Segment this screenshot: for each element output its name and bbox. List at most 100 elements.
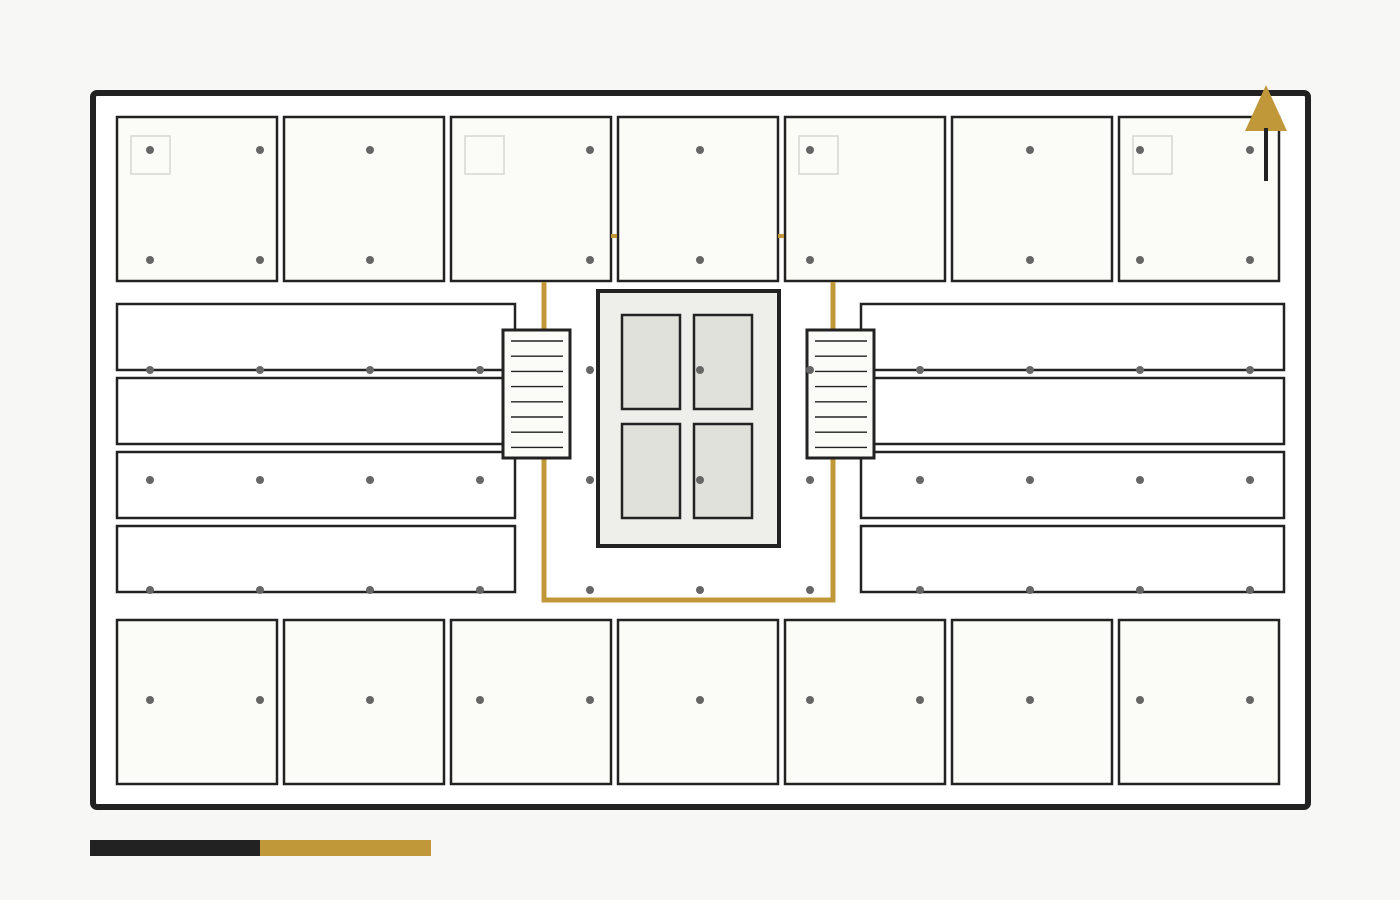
column-dot	[916, 366, 924, 374]
column-dot	[1136, 696, 1144, 704]
open-office-strip	[859, 450, 1286, 520]
stair	[501, 328, 572, 460]
column-dot	[366, 696, 374, 704]
column-dot	[696, 586, 704, 594]
column-dot	[806, 366, 814, 374]
open-office-strip	[115, 376, 517, 446]
fixture-square	[130, 135, 171, 175]
column-dot	[146, 586, 154, 594]
right-strip-bank	[859, 302, 1286, 594]
office-room	[950, 115, 1114, 283]
scale-bar-icon	[90, 840, 431, 856]
column-dot	[366, 256, 374, 264]
stair	[805, 328, 876, 460]
elevator-car	[692, 313, 754, 411]
office-room	[282, 618, 446, 786]
column-grid	[146, 146, 1254, 704]
column-dot	[586, 146, 594, 154]
stair-group	[501, 328, 876, 460]
column-dot	[256, 256, 264, 264]
fixture-square	[1132, 135, 1173, 175]
column-dot	[146, 476, 154, 484]
column-dot	[256, 696, 264, 704]
column-dot	[696, 256, 704, 264]
column-dot	[476, 366, 484, 374]
column-dot	[366, 366, 374, 374]
office-room	[115, 115, 279, 283]
north-arrow-head	[1245, 85, 1287, 131]
elevator-core	[596, 289, 781, 548]
column-dot	[916, 586, 924, 594]
column-dot	[586, 476, 594, 484]
column-dot	[366, 476, 374, 484]
column-dot	[256, 476, 264, 484]
column-dot	[806, 146, 814, 154]
column-dot	[806, 696, 814, 704]
open-office-strip	[115, 302, 517, 372]
column-dot	[1136, 256, 1144, 264]
north-arrow-icon	[1245, 85, 1287, 181]
column-dot	[696, 696, 704, 704]
fixture-square	[798, 135, 839, 175]
scale-bar-segment	[90, 840, 261, 856]
column-dot	[916, 696, 924, 704]
column-dot	[366, 146, 374, 154]
column-dot	[256, 586, 264, 594]
column-dot	[696, 366, 704, 374]
open-office-strip	[859, 524, 1286, 594]
column-dot	[256, 146, 264, 154]
fixture-square	[464, 135, 505, 175]
column-dot	[146, 366, 154, 374]
column-dot	[1026, 256, 1034, 264]
column-dot	[1136, 586, 1144, 594]
column-dot	[366, 586, 374, 594]
column-dot	[696, 146, 704, 154]
open-office-strip	[115, 524, 517, 594]
column-dot	[476, 476, 484, 484]
column-dot	[1136, 146, 1144, 154]
column-dot	[586, 696, 594, 704]
column-dot	[1026, 476, 1034, 484]
column-dot	[146, 146, 154, 154]
column-dot	[1246, 366, 1254, 374]
open-office-strip	[859, 376, 1286, 446]
column-dot	[1246, 586, 1254, 594]
elevator-car	[692, 422, 754, 520]
column-dot	[1026, 366, 1034, 374]
column-dot	[1136, 366, 1144, 374]
column-dot	[476, 586, 484, 594]
column-dot	[586, 366, 594, 374]
column-dot	[1026, 586, 1034, 594]
fixture-marks	[130, 135, 1173, 175]
column-dot	[1246, 256, 1254, 264]
column-dot	[146, 256, 154, 264]
office-room	[449, 115, 613, 283]
office-room	[616, 115, 780, 283]
elevator-car	[620, 313, 682, 411]
office-room	[115, 618, 279, 786]
office-room	[1117, 115, 1281, 283]
column-dot	[1246, 696, 1254, 704]
top-office-row	[115, 115, 1281, 283]
column-dot	[1246, 476, 1254, 484]
column-dot	[916, 476, 924, 484]
column-dot	[1246, 146, 1254, 154]
column-dot	[806, 476, 814, 484]
open-office-strip	[115, 450, 517, 520]
scale-bar-segment	[260, 840, 431, 856]
column-dot	[1026, 146, 1034, 154]
column-dot	[476, 696, 484, 704]
column-dot	[256, 366, 264, 374]
column-dot	[806, 256, 814, 264]
column-dot	[1026, 696, 1034, 704]
column-dot	[1136, 476, 1144, 484]
column-dot	[696, 476, 704, 484]
column-dot	[806, 586, 814, 594]
office-room	[783, 115, 947, 283]
open-office-strip	[859, 302, 1286, 372]
column-dot	[586, 256, 594, 264]
column-dot	[146, 696, 154, 704]
office-room	[282, 115, 446, 283]
column-dot	[586, 586, 594, 594]
